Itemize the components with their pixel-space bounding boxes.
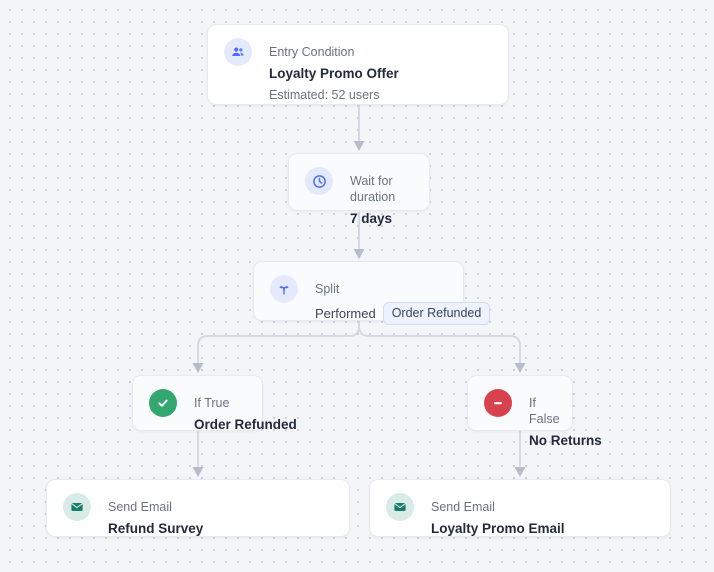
node-split[interactable]: Split Performed Order Refunded [253, 261, 491, 325]
node-if-true[interactable]: If True Order Refunded [132, 375, 297, 432]
users-icon [224, 38, 252, 66]
node-title: No Returns [529, 433, 602, 448]
node-title: Loyalty Promo Offer [269, 66, 399, 81]
split-condition-row: Performed Order Refunded [315, 302, 491, 325]
node-if-false[interactable]: If False No Returns [467, 375, 602, 448]
split-condition-prefix: Performed [315, 306, 376, 321]
split-icon [270, 275, 298, 303]
node-type-label: Wait for duration [350, 174, 396, 204]
clock-icon [305, 167, 333, 195]
check-icon [149, 389, 177, 417]
node-type-label: Send Email [108, 500, 172, 514]
node-type-label: Split [315, 282, 340, 296]
node-estimate: Estimated: 52 users [269, 88, 380, 102]
node-entry-condition[interactable]: Entry Condition Loyalty Promo Offer Esti… [207, 24, 509, 105]
node-title: Loyalty Promo Email [431, 521, 565, 536]
node-type-label: Send Email [431, 500, 495, 514]
node-wait-for-duration[interactable]: Wait for duration 7 days [288, 153, 430, 226]
node-type-label: Entry Condition [269, 45, 355, 59]
connector-if-false-email [514, 431, 526, 477]
node-title: 7 days [350, 211, 393, 226]
connector-split-if-true [192, 321, 360, 373]
connector-if-true-email [192, 431, 204, 477]
split-condition-badge: Order Refunded [382, 302, 491, 325]
node-title: Refund Survey [108, 521, 204, 536]
node-title: Order Refunded [194, 417, 297, 432]
minus-icon [484, 389, 512, 417]
node-type-label: If False [529, 396, 560, 426]
mail-icon [386, 493, 414, 521]
node-send-email-refund-survey[interactable]: Send Email Refund Survey [46, 479, 350, 537]
connector-split-if-false [358, 321, 526, 373]
mail-icon [63, 493, 91, 521]
node-type-label: If True [194, 396, 230, 410]
connector-entry-wait [353, 105, 365, 151]
node-send-email-loyalty-promo[interactable]: Send Email Loyalty Promo Email [369, 479, 671, 537]
